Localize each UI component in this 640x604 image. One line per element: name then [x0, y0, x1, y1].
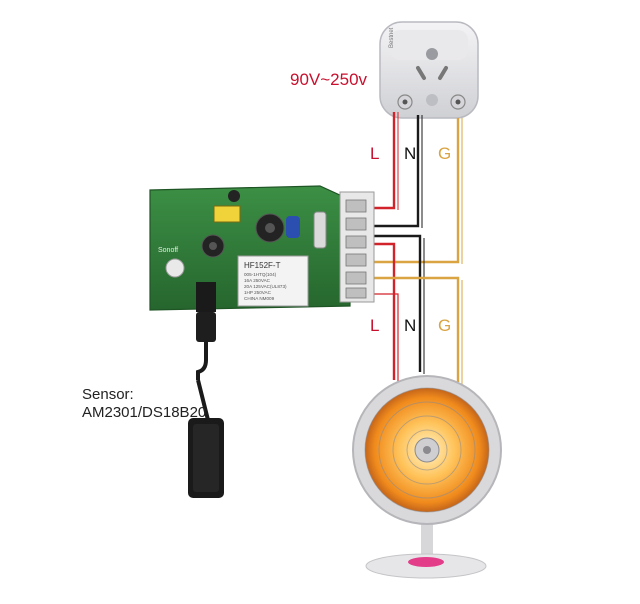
wire-label-ground-bottom: G [438, 316, 452, 335]
relay-model: HF152F-T [244, 261, 281, 270]
svg-text:005-1HTQ(104): 005-1HTQ(104) [244, 272, 277, 277]
wire-label-neutral-bottom: N [404, 316, 417, 335]
voltage-label: 90V~250v [290, 70, 368, 89]
wire-label-live-top: L [370, 144, 380, 163]
wires-board-to-heater [372, 234, 463, 384]
board-brand: Sonoff [158, 247, 178, 254]
wires-plug-to-board [372, 112, 463, 264]
wire-label-neutral-top: N [404, 144, 417, 163]
temperature-sensor-icon [188, 312, 224, 498]
ground-wire-in [372, 118, 460, 264]
sensor-label: Sensor: AM2301/DS18B20 [82, 386, 206, 422]
svg-text:20A 125VAC(UL873): 20A 125VAC(UL873) [244, 284, 287, 289]
relay-spec-lines: 005-1HTQ(104) 16A 250VAC 20A 125VAC(UL87… [244, 272, 287, 301]
wire-label-ground-top: G [438, 144, 452, 163]
space-heater-icon [352, 375, 502, 579]
neutral-wire-in [372, 115, 420, 228]
ground-wire-out [372, 276, 460, 382]
svg-text:1HP 250VAC: 1HP 250VAC [244, 290, 272, 295]
sensor-label-line2: AM2301/DS18B20 [82, 404, 207, 421]
svg-text:Bestnet: Bestnet [389, 27, 395, 48]
live-wire-in [372, 112, 396, 210]
sensor-label-line1: Sensor: [82, 386, 134, 403]
wall-plug-icon: Bestnet [379, 21, 479, 119]
neutral-wire-out [372, 234, 422, 372]
wire-label-live-bottom: L [370, 316, 380, 335]
live-wire-out [372, 242, 396, 380]
svg-text:CHINA NM009: CHINA NM009 [244, 296, 275, 301]
sonoff-th-board-icon [149, 185, 375, 312]
svg-text:16A 250VAC: 16A 250VAC [244, 278, 271, 283]
